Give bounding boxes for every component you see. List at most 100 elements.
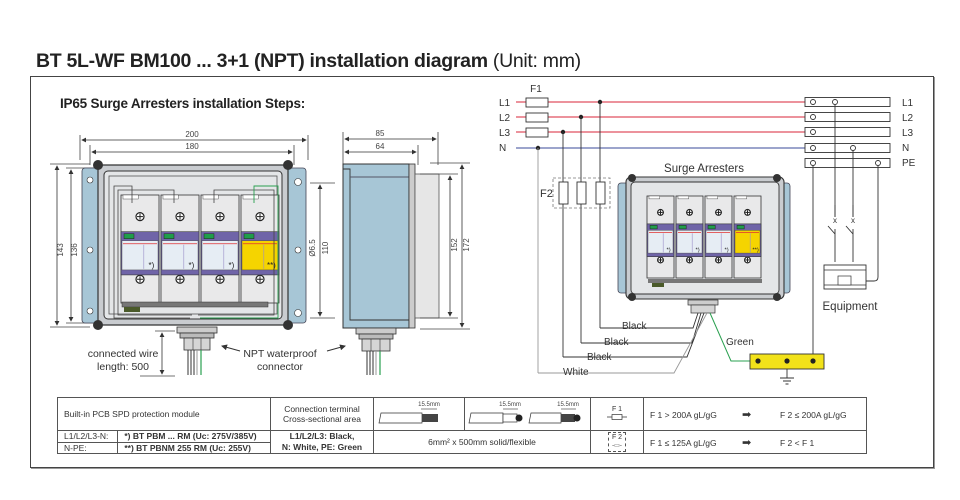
cable-spec: 6mm² x 500mm solid/flexible: [373, 430, 591, 454]
terminal-l1: [804, 97, 891, 107]
wire-colors-2: N: White, PE: Green: [281, 442, 363, 452]
module-mark: *): [189, 261, 195, 270]
wire-label-green: Green: [726, 337, 754, 348]
pe-wire-internal: [200, 185, 279, 319]
terminal-block: [124, 307, 140, 312]
spd-module-l3: *): [704, 195, 733, 279]
switch-1: [827, 225, 836, 235]
npt-connector: [176, 326, 218, 334]
table-row: N-PE: **) BT PBNM 255 RM (Uc: 255V): [56, 441, 867, 454]
module-header: Built-in PCB SPD protection module: [57, 397, 271, 431]
fuse-f2-legend: F 2-▭-: [590, 430, 644, 454]
spd-modules: *) *) *) **): [120, 194, 280, 304]
fuse-f1-label: F1: [530, 84, 542, 95]
line-left-l3: L3: [499, 128, 511, 139]
spd-module-l3: *): [200, 194, 240, 304]
rule2-left: F 1 ≤ 125A gL/gG: [650, 437, 717, 448]
fuse-f1-l3: [525, 127, 549, 138]
arrow-right-icon: ➡: [742, 408, 752, 421]
line-left-l1: L1: [499, 98, 511, 109]
stripped-wire-flex-icon: 15.5mm 15.5mm: [468, 402, 581, 424]
module-mark: **): [267, 261, 276, 270]
lln-value: *) BT PBM ... RM (Uc: 275V/385V): [117, 430, 271, 443]
rule1-left: F 1 > 200A gL/gG: [650, 409, 717, 420]
module-mark: *): [667, 248, 671, 254]
side-view: 85 64 152 172: [342, 129, 471, 375]
din-rail: [121, 301, 269, 308]
strip-solid-cell: 15.5mm: [373, 397, 465, 431]
wiring-diagram: F1 L1 L2 L3 N F2 Surge Arresters: [499, 84, 916, 385]
arrow-connector-side: [326, 344, 346, 352]
equipment-label: Equipment: [823, 301, 879, 313]
line-right-l2: L2: [902, 113, 914, 124]
dim-110: 110: [321, 241, 330, 254]
spd-modules-mini: *) *) *) **): [646, 195, 762, 279]
arrow-right-icon: ➡: [742, 436, 752, 449]
surge-arresters-label: Surge Arresters: [664, 163, 744, 175]
npe-label: N-PE:: [56, 441, 119, 454]
dim-64: 64: [376, 142, 385, 151]
page-title: BT 5L-WF BM100 ... 3+1 (NPT) installatio…: [36, 50, 581, 73]
line-right-n: N: [902, 143, 909, 154]
line-right-pe: PE: [902, 158, 916, 169]
module-mark: **): [752, 248, 758, 254]
fuse-rule-1: F 1 > 200A gL/gG ➡ F 2 ≤ 200A gL/gG: [643, 397, 867, 431]
terminal-l3: [804, 127, 891, 137]
terminal-header-2: Cross-sectional area: [283, 414, 361, 424]
front-view: 200 180 143 136 Ø6.5 110 *: [50, 130, 346, 377]
enclosure-side: [342, 163, 410, 329]
arrow-connector-front: [221, 344, 241, 352]
strip-flex-cell: 15.5mm 15.5mm: [464, 397, 591, 431]
terminal-l2: [804, 112, 891, 122]
line-left-l2: L2: [499, 113, 511, 124]
wire-colors: L1/L2/L3: Black,N: White, PE: Green: [270, 430, 374, 454]
lln-label: L1/L2/L3-N:: [56, 430, 119, 443]
fuse-rule-2: F 1 ≤ 125A gL/gG ➡ F 2 < F 1: [643, 430, 867, 454]
npe-value: **) BT PBNM 255 RM (Uc: 255V): [117, 441, 271, 454]
rule1-right: F 2 ≤ 200A gL/gG: [780, 409, 847, 420]
right-bracket: [285, 167, 307, 324]
dim-136: 136: [70, 243, 79, 257]
fuse-f1-legend-label: F 1: [611, 405, 623, 413]
wire-colors-1: L1/L2/L3: Black,: [289, 431, 355, 441]
line-right-l1: L1: [902, 98, 914, 109]
spd-module-l1: *): [120, 194, 160, 304]
terminal-n: [804, 143, 891, 153]
dim-hole: Ø6.5: [308, 239, 317, 257]
module-mark: *): [229, 261, 235, 270]
line-right-l3: L3: [902, 128, 914, 139]
table-row: Built-in PCB SPD protection module Conne…: [57, 397, 867, 431]
fuse-f2-legend-label: F 2: [611, 434, 623, 441]
title-main: BT 5L-WF BM100 ... 3+1 (NPT) installatio…: [36, 50, 488, 72]
wire-label-black-2: Black: [604, 337, 629, 348]
spd-module-pe: **): [240, 194, 280, 304]
switch-2: [845, 225, 854, 235]
module-mark: *): [725, 248, 729, 254]
strip-length-2: 15.5mm: [499, 402, 521, 408]
spd-module-l2: *): [160, 194, 200, 304]
wire-length-note-2: length: 500: [97, 361, 149, 373]
strip-length-3: 15.5mm: [557, 402, 579, 408]
title-unit: (Unit: mm): [492, 50, 581, 72]
fuse-f1-l2: [525, 112, 549, 123]
fuse-f2-group: [552, 177, 611, 209]
terminal-pe: [804, 158, 891, 168]
wire-label-white: White: [563, 367, 589, 378]
spd-module-l1: *): [646, 195, 675, 279]
rule2-right: F 2 < F 1: [780, 437, 815, 448]
dim-152: 152: [450, 238, 459, 252]
spd-module-l2: *): [675, 195, 704, 279]
dim-200: 200: [185, 130, 199, 139]
spd-module-pe: **): [733, 195, 762, 279]
diagram-frame: [30, 76, 934, 468]
terminal-strip: [804, 97, 891, 168]
fuse-f1-l1: [525, 97, 549, 108]
connector-note-1: NPT waterproof: [243, 348, 316, 360]
dim-180: 180: [185, 142, 199, 151]
steps-heading: IP65 Surge Arresters installation Steps:: [60, 96, 306, 111]
line-left-n: N: [499, 143, 506, 154]
dim-143: 143: [56, 243, 65, 257]
fuse-f2-label: F2: [540, 188, 553, 200]
terminal-header-1: Connection terminal: [284, 404, 360, 414]
